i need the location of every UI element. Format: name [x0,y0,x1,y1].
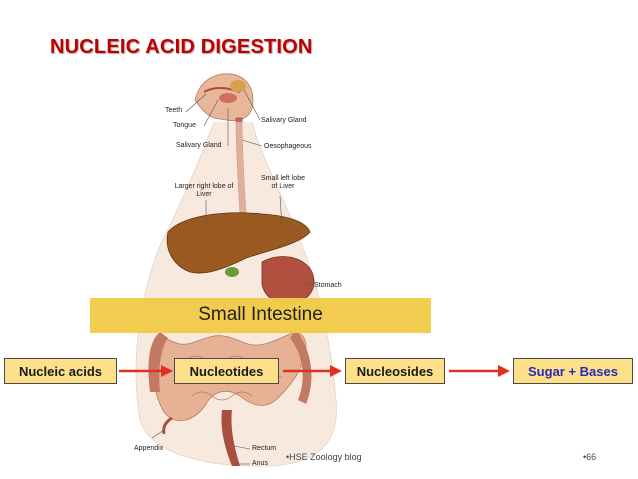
leader-lines [151,89,313,465]
page-number: •66 [583,452,597,462]
colon-left-shape [148,332,168,392]
label-small-left-lobe: Small left lobe of Liver [261,175,305,190]
liver-shape [166,212,311,274]
label-stomach: Stomach [314,282,342,289]
appendix-shape [162,416,173,435]
colon-right-shape [290,330,312,404]
flow-box-nucleosides: Nucleosides [345,358,445,384]
label-salivary-gland-right: Salivary Gland [261,117,307,124]
label-teeth: Teeth [165,107,183,114]
label-oesophageous: Oesophageous [264,143,312,150]
salivary-gland-shape [230,80,246,92]
small-intestine-label: Small Intestine [198,304,323,325]
arrow-right-icon [449,365,510,377]
flow-box-nucleotides: Nucleotides [174,358,279,384]
rectum-shape [221,410,240,466]
small-intestine-band: Small Intestine [90,298,431,333]
tongue-shape [219,93,237,103]
footer-source: •HSE Zoology blog [286,452,362,462]
label-appendix: Appendix [134,445,164,452]
gall-bladder-shape [225,267,239,277]
label-rectum: Rectum [252,445,277,452]
flow-box-nucleic-acids: Nucleic acids [4,358,117,384]
label-larger-right-lobe: Larger right lobe of Liver [174,183,234,198]
slide-title: NUCLEIC ACID DIGESTION [50,36,313,58]
label-salivary-gland-left: Salivary Gland [176,142,222,149]
flow-box-sugar-bases: Sugar + Bases [513,358,633,384]
stomach-shape [261,256,315,305]
label-tongue: Tongue [173,122,196,129]
arrow-right-icon [119,365,173,377]
arrow-right-icon [283,365,342,377]
label-anus: Anus [252,460,268,467]
